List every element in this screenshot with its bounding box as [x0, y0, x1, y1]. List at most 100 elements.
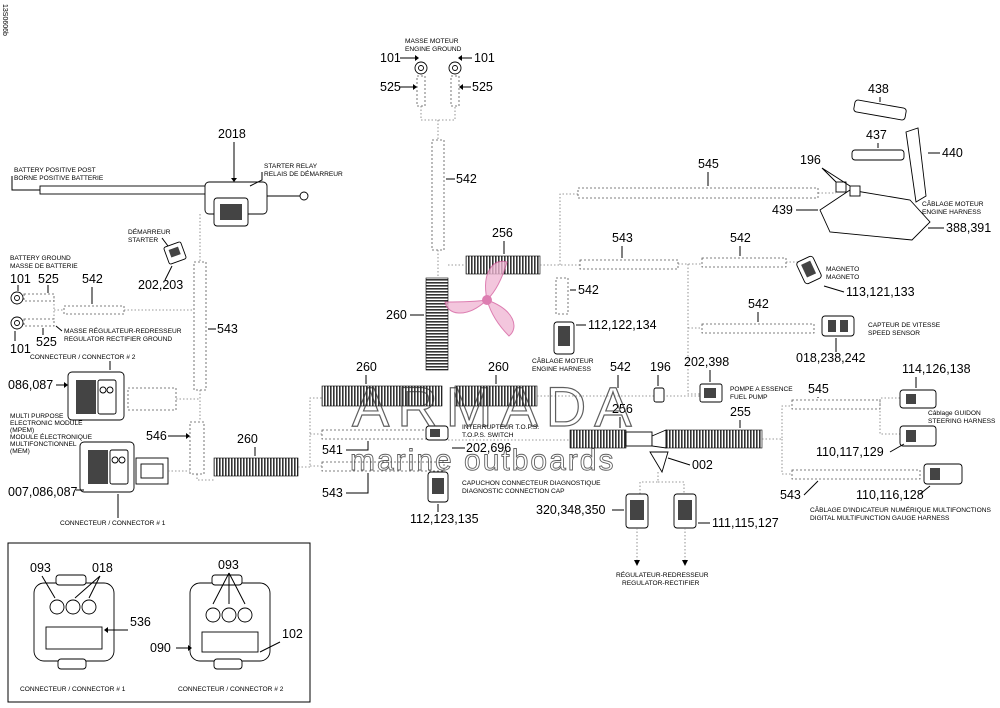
inset-c2-label: CONNECTEUR / CONNECTOR # 2 [178, 686, 284, 693]
battery-ground-label-en: BATTERY GROUND [10, 255, 71, 262]
propeller-logo [444, 260, 515, 337]
engine-harness-mid-group: 542 112,122,134 CÂBLAGE MOTEUR ENGINE HA… [532, 277, 657, 373]
part-438: 438 [868, 82, 889, 96]
part-546: 546 [146, 429, 167, 443]
armada-watermark: ARMADA marine outboards [350, 260, 640, 477]
tube-541 [321, 429, 445, 440]
corrugated-255 [665, 429, 763, 449]
mpem-label-1: MULTI PURPOSE [10, 413, 64, 420]
speed-sensor-group: CAPTEUR DE VITESSE SPEED SENSOR 018,238,… [796, 315, 941, 365]
steering-connector-b [899, 425, 937, 447]
part-260-upper2: 260 [488, 360, 509, 374]
steering-label-en: STEERING HARNESS [928, 418, 996, 425]
part-101-gnd: 101 [10, 272, 31, 286]
inset-c2-102: 102 [282, 627, 303, 641]
corrugated-260-vertical [425, 277, 449, 371]
tops-switch-group: INTERRUPTEUR T.O.P.S. T.O.P.S. SWITCH 20… [425, 424, 539, 455]
part-543-bottom: 543 [322, 486, 343, 500]
tube-542-side [555, 277, 569, 315]
speed-sensor [821, 315, 855, 337]
battery-ground-label-fr: MASSE DE BATTERIE [10, 263, 78, 270]
part-007-086-087: 007,086,087 [8, 485, 78, 499]
part-542-speed: 542 [748, 297, 769, 311]
mpem-label-4: MODULE ÉLECTRONIQUE [10, 432, 93, 441]
magneto-group: MAGNETO MAGNETO 113,121,133 [796, 255, 915, 299]
part-437: 437 [866, 128, 887, 142]
gauge-harness-group: 110,116,128 CÂBLAGE D'INDICATEUR NUMÉRIQ… [810, 463, 991, 522]
battery-post-label-fr: BORNE POSITIVE BATTERIE [14, 175, 104, 182]
harness-440 [905, 127, 927, 203]
inset-c1-536: 536 [130, 615, 151, 629]
mpem-label-2: ELECTRONIC MODULE [10, 420, 83, 427]
engine-ground-group: MASSE MOTEUR ENGINE GROUND 101 101 525 5… [380, 38, 495, 278]
inset-c2-093: 093 [218, 558, 239, 572]
engine-harness-top-en: ENGINE HARNESS [922, 209, 982, 216]
starter-label-en: STARTER [128, 237, 158, 244]
part-114-126-138: 114,126,138 [902, 362, 971, 376]
tube-543-left [193, 261, 207, 391]
starter-group: DÉMARREUR STARTER 202,203 [128, 227, 187, 292]
part-542-top: 542 [456, 172, 477, 186]
watermark-line1: ARMADA [352, 375, 640, 438]
inset-c1-093: 093 [30, 561, 51, 575]
starter-relay-group: BATTERY POSITIVE POST BORNE POSITIVE BAT… [11, 127, 343, 227]
part-388-391: 388,391 [946, 221, 991, 235]
part-542-fuel: 542 [610, 360, 631, 374]
engine-harness-top-fr: CÂBLAGE MOTEUR [922, 199, 984, 208]
part-196-top: 196 [800, 153, 821, 167]
part-543-mid: 543 [612, 231, 633, 245]
tube-542-mid [701, 257, 787, 268]
connector-inset: 093 018 536 CONNECTEUR / CONNECTOR # 1 0… [7, 542, 311, 703]
battery-ground-group: BATTERY GROUND MASSE DE BATTERIE 101 525… [10, 255, 194, 356]
part-542-mid: 542 [730, 231, 751, 245]
mpem-label-5: MULTIFONCTIONNEL [10, 441, 77, 448]
part-320-348-350: 320,348,350 [536, 503, 606, 517]
diag-label-en: DIAGNOSTIC CONNECTION CAP [462, 488, 565, 495]
rr-ground-label-en: REGULATOR RECTIFIER GROUND [64, 336, 172, 343]
battery-positive-cable [39, 185, 207, 195]
part-543-left: 543 [217, 322, 238, 336]
inset-c1-label: CONNECTEUR / CONNECTOR # 1 [20, 686, 126, 693]
part-525a: 525 [380, 80, 401, 94]
tube-546 [189, 421, 205, 475]
part-111-115-127: 111,115,127 [712, 516, 779, 530]
gauge-connector [923, 463, 963, 485]
connector-1-label: CONNECTEUR / CONNECTOR # 1 [60, 520, 166, 527]
part-260-bottom: 260 [237, 432, 258, 446]
part-112-122-134: 112,122,134 [588, 318, 657, 332]
part-101b: 101 [474, 51, 495, 65]
part-113-121-133: 113,121,133 [846, 285, 915, 299]
part-202-696: 202,696 [466, 441, 511, 455]
tube-542-speed [701, 323, 815, 334]
part-110-117-129: 110,117,129 [816, 445, 884, 459]
starter-relay-label-en: STARTER RELAY [264, 163, 318, 170]
harness-437 [851, 149, 905, 161]
connector-2-label: CONNECTEUR / CONNECTOR # 2 [30, 354, 136, 361]
magneto-label-fr: MAGNETO [826, 266, 859, 273]
part-542-side: 542 [578, 283, 599, 297]
fuel-pump-group: 542 196 202,398 POMPE A ESSENCE FUEL PUM… [610, 355, 793, 403]
part-112-123-135: 112,123,135 [410, 512, 479, 526]
speed-label-fr: CAPTEUR DE VITESSE [868, 322, 941, 329]
part-256-right: 256 [612, 402, 633, 416]
harness-438 [853, 99, 907, 121]
rr-label-fr: RÉGULATEUR-REDRESSEUR [616, 570, 709, 579]
tube-543-bottom [321, 461, 445, 472]
part-525-gnd2: 525 [36, 335, 57, 349]
part-086-087: 086,087 [8, 378, 53, 392]
battery-post-label-en: BATTERY POSITIVE POST [14, 167, 96, 174]
part-545-top: 545 [698, 157, 719, 171]
watermark-line2: marine outboards [350, 444, 615, 477]
fuel-pump-label-en: FUEL PUMP [730, 394, 768, 401]
part-541: 541 [322, 443, 343, 457]
tops-label-fr: INTERRUPTEUR T.O.P.S. [462, 424, 539, 431]
part-439: 439 [772, 203, 793, 217]
engine-ground-label-fr: MASSE MOTEUR [405, 38, 459, 45]
part-256-top: 256 [492, 226, 513, 240]
gauge-label-fr: CÂBLAGE D'INDICATEUR NUMÉRIQUE MULTIFONC… [810, 505, 991, 514]
inset-c2-090: 090 [150, 641, 171, 655]
part-202-398: 202,398 [684, 355, 729, 369]
tube-545-top [577, 187, 819, 199]
mpem-label-3: (MPEM) [10, 427, 34, 434]
mpem-group: CONNECTEUR / CONNECTOR # 2 086,087 MULTI… [8, 354, 214, 527]
